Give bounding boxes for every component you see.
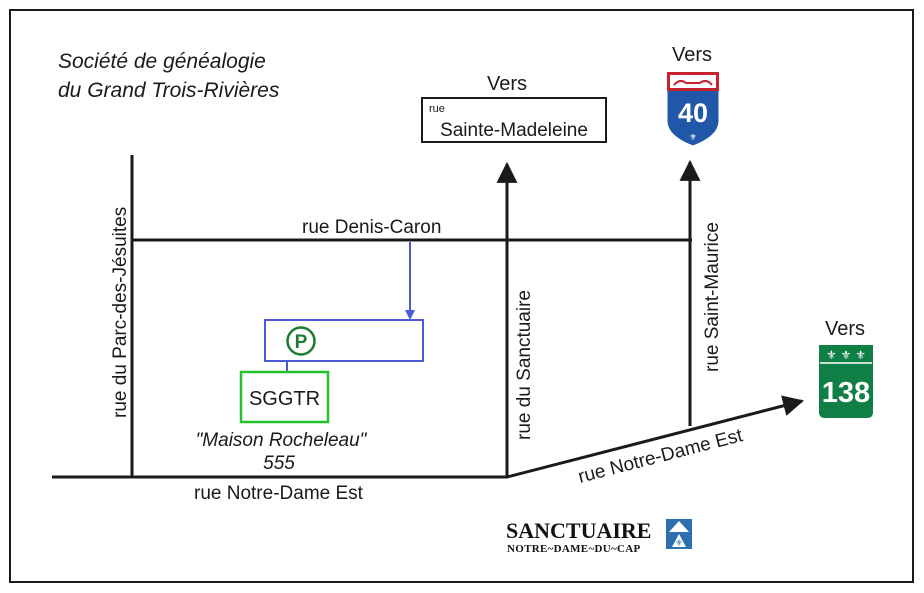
sanctuaire-logo-line-2: NOTRE~DAME~DU~CAP [507, 543, 640, 555]
direction-sainte-madeleine: Vers rue Sainte-Madeleine [421, 73, 607, 143]
street-label-sanctuaire: rue du Sanctuaire [514, 290, 535, 440]
direction-autoroute-40: Vers 40 ⚜ [666, 44, 720, 147]
svg-text:⚜: ⚜ [675, 539, 683, 549]
roads [52, 155, 805, 479]
svg-text:138: 138 [822, 377, 870, 409]
svg-text:⚜: ⚜ [689, 133, 697, 143]
svg-text:⚜ ⚜ ⚜: ⚜ ⚜ ⚜ [826, 348, 866, 362]
vers-route-138: Vers [825, 318, 865, 340]
parking-lot: P [264, 242, 424, 372]
street-label-parc-des-jesuites: rue du Parc-des-Jésuites [110, 207, 131, 418]
sggtr-building: SGGTR [239, 370, 330, 424]
road-notre-dame-east [506, 395, 805, 479]
building-outline [239, 370, 330, 424]
street-label-denis-caron: rue Denis-Caron [302, 217, 441, 238]
building-number: 555 [263, 453, 295, 474]
svg-text:P: P [295, 332, 308, 353]
sainte-madeleine-prefix: rue [429, 103, 445, 115]
street-label-saint-maurice: rue Saint-Maurice [702, 222, 723, 372]
autoroute-40-shield-icon: 40 ⚜ [666, 71, 720, 147]
parking-outline [264, 319, 424, 362]
sanctuaire-logo-line-1: SANCTUAIRE [506, 518, 651, 543]
vers-sainte-madeleine: Vers [487, 73, 527, 95]
building-label: SGGTR [249, 388, 320, 410]
sanctuaire-logo: SANCTUAIRE NOTRE~DAME~DU~CAP ⚜ [506, 518, 692, 555]
street-label-notre-dame-west: rue Notre-Dame Est [194, 483, 364, 504]
sainte-madeleine-box [421, 97, 607, 143]
svg-text:40: 40 [678, 98, 708, 128]
parking-icon: P [286, 326, 316, 356]
map-title-line-1: Société de généalogie [58, 50, 266, 73]
direction-route-138: Vers ⚜ ⚜ ⚜ 138 [819, 318, 873, 418]
sanctuaire-logo-icon: ⚜ [666, 519, 692, 549]
sainte-madeleine-name: Sainte-Madeleine [440, 120, 588, 141]
route-138-shield-icon: ⚜ ⚜ ⚜ 138 [819, 345, 873, 418]
vers-autoroute-40: Vers [672, 44, 712, 66]
parking-access-arrow [405, 310, 415, 320]
building-name: "Maison Rocheleau" [196, 430, 368, 451]
map-title-line-2: du Grand Trois-Rivières [58, 79, 280, 102]
